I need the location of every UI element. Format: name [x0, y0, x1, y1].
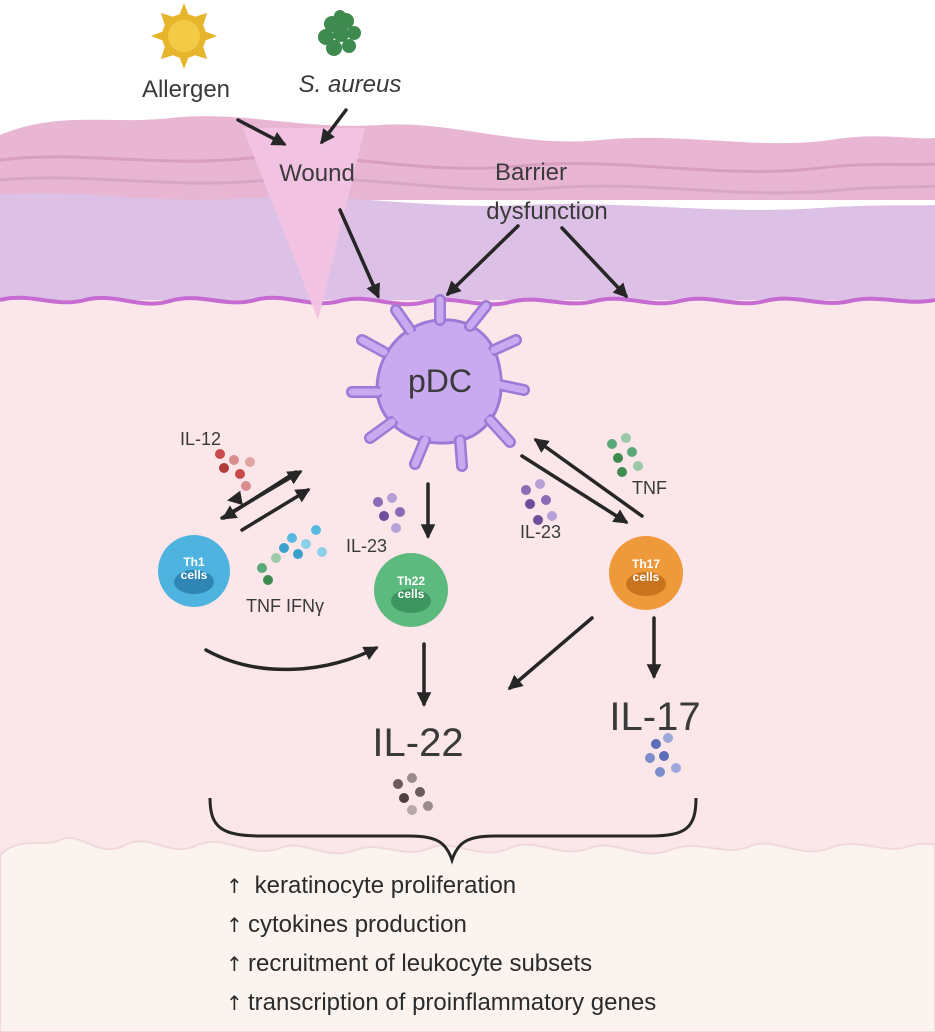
th1-line2: cells [180, 567, 208, 582]
arrow-barrier-right [560, 226, 629, 299]
il12-label: IL-12 [180, 429, 221, 449]
il12-dots [215, 449, 255, 491]
il17-label: IL-17 [609, 695, 700, 739]
barrier-label-line1: Barrier [495, 159, 567, 186]
arrow-th1-th22 [204, 646, 379, 672]
th1-line1: Th1 [183, 555, 205, 569]
arrow-barrier-pdc [445, 224, 520, 297]
th17-cell-label: Th17 cells [624, 558, 668, 583]
pdc-label: pDC [408, 363, 472, 399]
th1-cell [158, 535, 230, 607]
il22-label: IL-22 [372, 721, 463, 765]
arrow-th17-il22 [507, 616, 594, 690]
effect-item: ↑transcription of proinflammatory genes [226, 983, 656, 1022]
epidermis-stripe-2 [0, 176, 935, 195]
th1-cell-label: Th1 cells [174, 556, 214, 581]
pdc-cell [346, 294, 530, 472]
allergen-label: Allergen [142, 76, 230, 103]
tnf-ifng-label: TNF IFNγ [246, 596, 324, 616]
s-aureus-label: S. aureus [299, 71, 402, 98]
arrow-allergen-wound [236, 118, 287, 146]
effect-text: keratinocyte proliferation [254, 872, 517, 899]
il17-dots [645, 733, 681, 777]
arrow-saureus-wound [320, 108, 348, 145]
up-arrow-icon: ↑ [226, 991, 243, 1015]
subcutis [0, 837, 935, 1032]
effect-text: recruitment of leukocyte subsets [248, 950, 593, 977]
tnf-label: TNF [632, 478, 667, 498]
epidermis-stripe-1 [0, 154, 935, 173]
allergen-icon [151, 3, 217, 69]
arrow-wound-pdc [338, 208, 380, 299]
arrow-th17-pdc [533, 438, 644, 518]
up-arrow-icon: ↑ [226, 952, 243, 976]
th17-line2: cells [632, 569, 660, 584]
tnf-ifng-dots [257, 525, 327, 585]
arrow-il12-to-th1 [221, 470, 298, 520]
wound-wedge [243, 128, 365, 320]
up-arrow-icon: ↑ [226, 874, 243, 898]
arrows [204, 108, 662, 707]
s-aureus-icon [318, 10, 361, 56]
th22-line1: Th22 [396, 574, 425, 588]
arrow-pdc-th17 [520, 454, 629, 524]
il23-left-label: IL-23 [346, 536, 387, 556]
th22-cell [374, 553, 448, 627]
effect-text: cytokines production [248, 911, 467, 938]
effect-item: ↑cytokines production [226, 905, 656, 944]
th17-line1: Th17 [631, 557, 660, 571]
th22-cell-label: Th22 cells [389, 575, 433, 600]
il23-left-dots [373, 493, 405, 533]
up-arrow-icon: ↑ [226, 913, 243, 937]
effect-text: transcription of proinflammatory genes [248, 989, 657, 1016]
il23-right-dots [521, 479, 557, 525]
basement-membrane [0, 295, 935, 307]
effects-brace [208, 797, 698, 865]
epidermis-lower-layer [0, 193, 935, 300]
effect-item: ↑recruitment of leukocyte subsets [226, 944, 656, 983]
arrow-th1-up [240, 488, 311, 532]
wound-label: Wound [279, 160, 355, 187]
th22-line2: cells [397, 586, 425, 601]
barrier-label-line2: dysfunction [486, 198, 607, 225]
effects-list: ↑ keratinocyte proliferation ↑cytokines … [226, 866, 656, 1022]
il23-right-label: IL-23 [520, 522, 561, 542]
il22-dots [393, 773, 433, 815]
epidermis-top-layer [0, 116, 935, 200]
tnf-right-dots [607, 433, 643, 477]
effect-item: ↑ keratinocyte proliferation [226, 866, 656, 905]
th17-cell [609, 536, 683, 610]
